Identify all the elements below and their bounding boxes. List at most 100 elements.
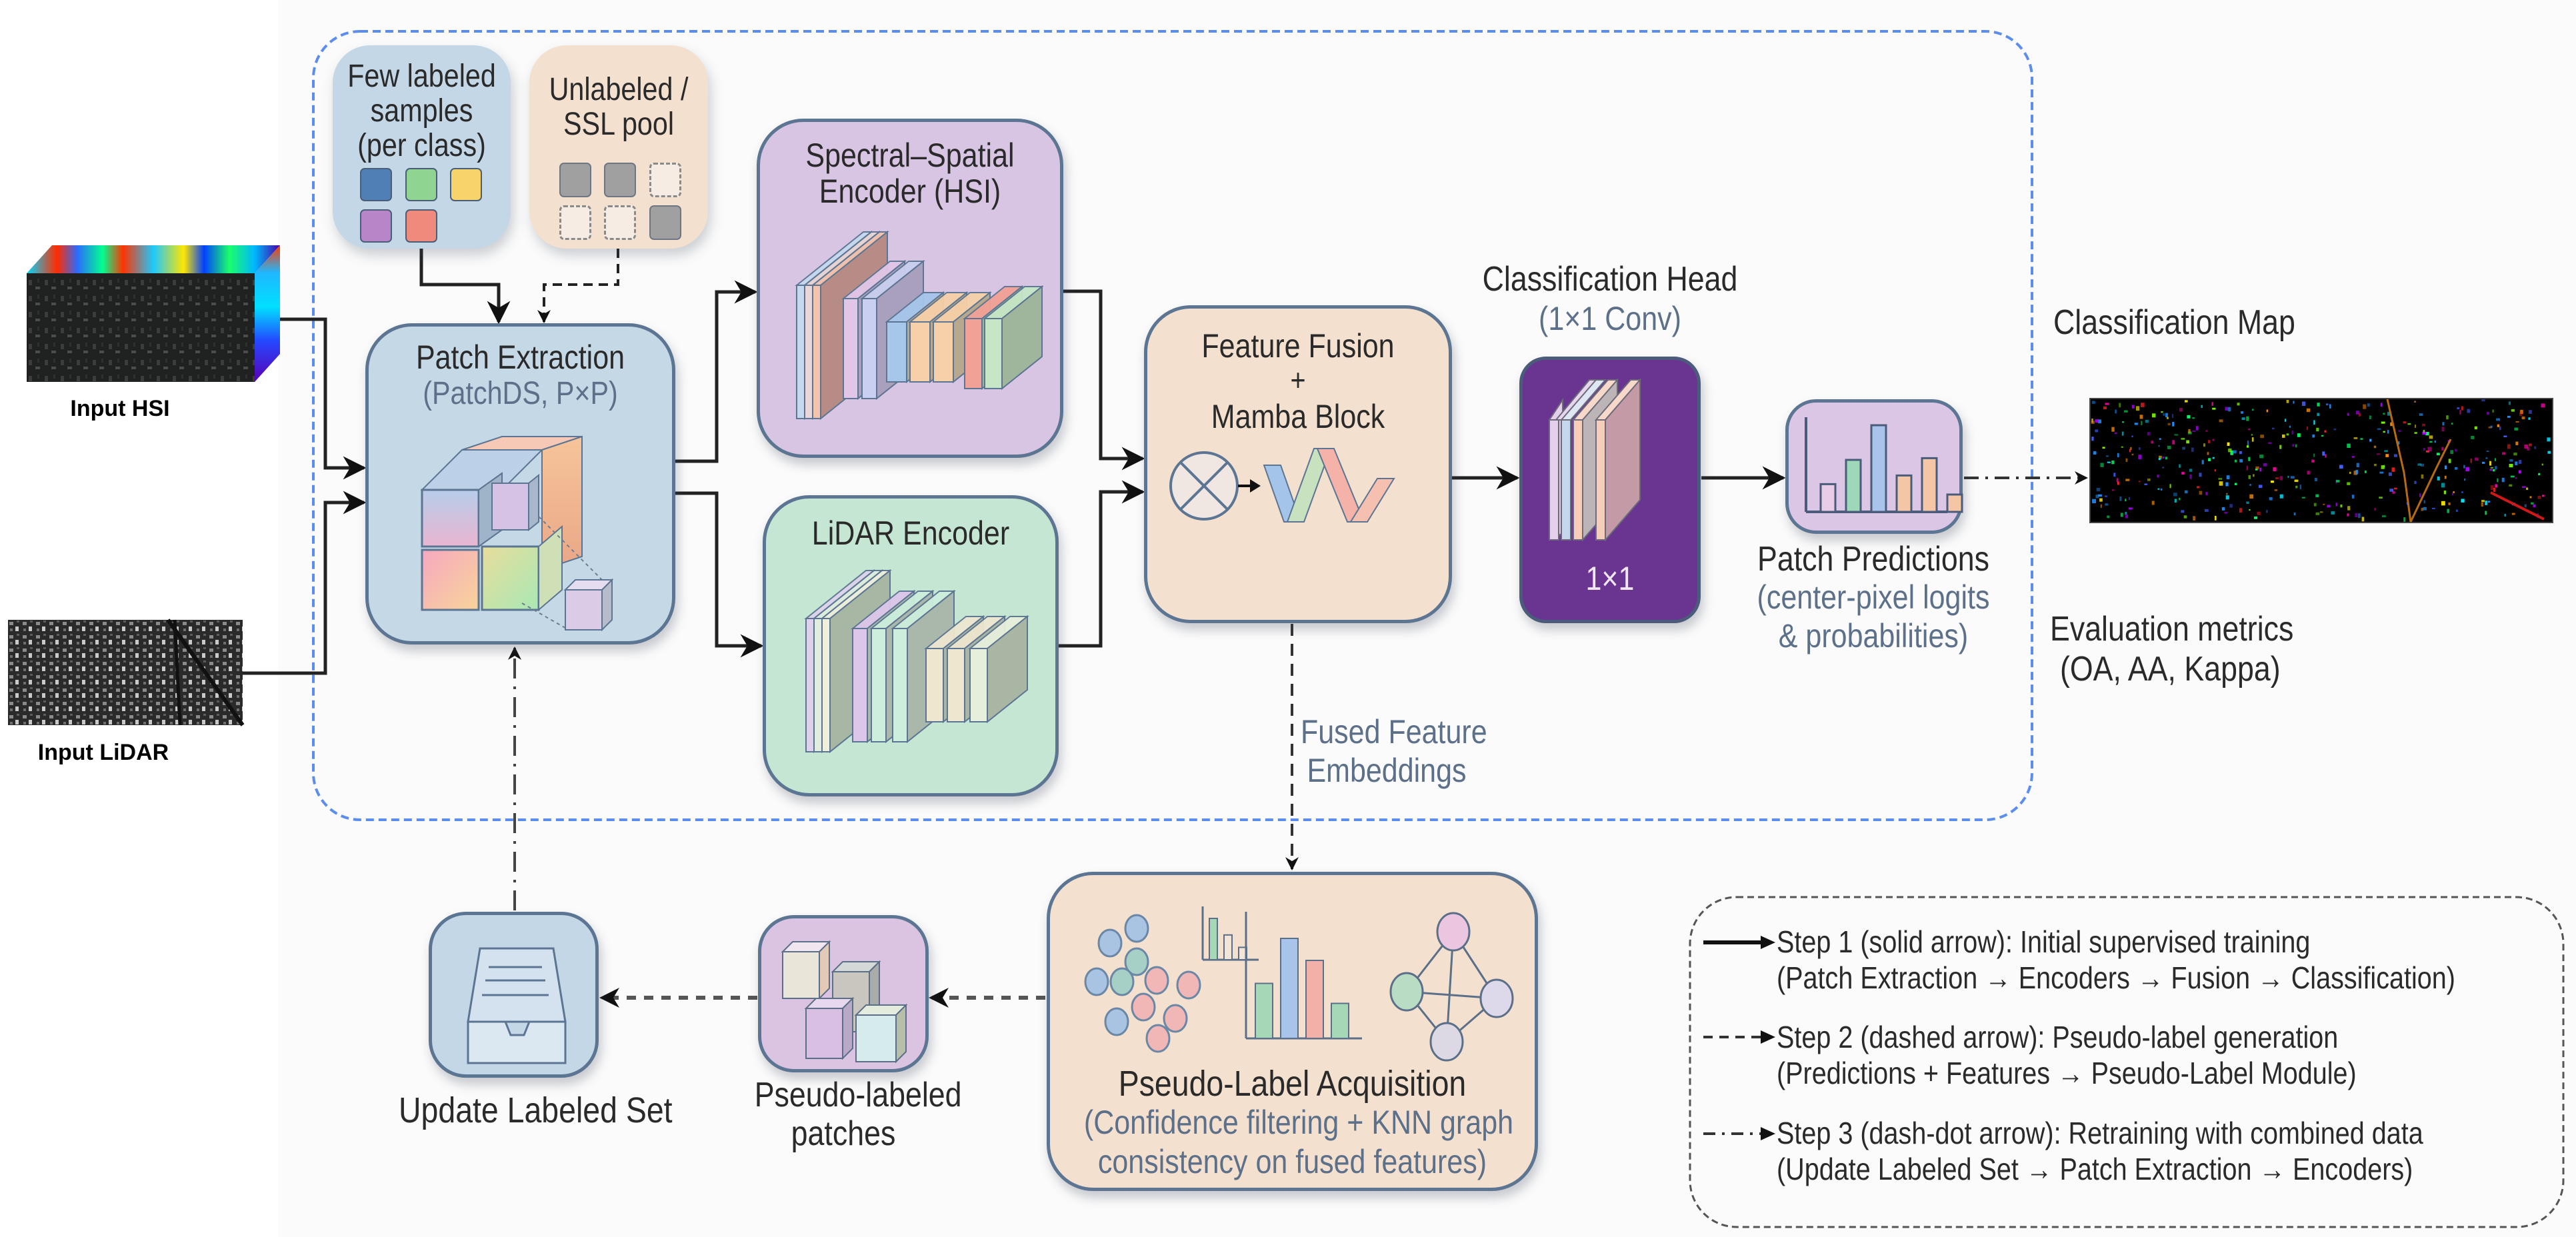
class-map-pixel xyxy=(2292,444,2294,447)
pseudo-label-module-box[interactable]: Pseudo-Label Acquisition (Confidence fil… xyxy=(1047,872,1538,1191)
class-map-pixel xyxy=(2257,511,2261,515)
unlabeled-pool-connector xyxy=(537,249,619,323)
class-map-pixel xyxy=(2495,484,2498,488)
unlabeled-pool-box[interactable]: Unlabeled / SSL pool xyxy=(529,45,708,249)
labeled-samples-box[interactable]: Few labeled samples (per class) xyxy=(333,45,511,249)
prediction-bar xyxy=(1946,493,1963,513)
classification-head-box[interactable]: 1×1 xyxy=(1519,357,1701,623)
class-map-pixel xyxy=(2363,404,2367,409)
class-map-pixel xyxy=(2524,504,2527,508)
hsi-encoder-box[interactable]: Spectral–Spatial Encoder (HSI) xyxy=(757,119,1063,458)
class-map-pixel xyxy=(2537,496,2541,499)
class-map-pixel xyxy=(2107,461,2111,463)
class-map-pixel xyxy=(2503,435,2507,437)
class-map-pixel xyxy=(2184,400,2188,403)
class-map-pixel xyxy=(2313,420,2315,425)
class-map-pixel xyxy=(2111,461,2115,465)
class-map-pixel xyxy=(2315,512,2319,515)
class-map-pixel xyxy=(2421,508,2423,511)
patch-extraction-box[interactable]: Patch Extraction (PatchDS, P×P) xyxy=(365,323,675,644)
class-map-pixel xyxy=(2093,451,2097,455)
class-map-pixel xyxy=(2333,429,2337,431)
patch-cube-icon xyxy=(420,435,614,632)
class-map-pixel xyxy=(2357,513,2361,519)
hsi-encoder-layer-front xyxy=(933,321,954,383)
lidar-encoder-layer-front xyxy=(947,648,965,722)
class-map-pixel xyxy=(2141,403,2145,407)
class-map-pixel xyxy=(2195,426,2199,431)
class-map-pixel xyxy=(2227,407,2231,412)
pseudo-labeled-patches-box[interactable] xyxy=(758,915,929,1072)
class-map-pixel xyxy=(2225,407,2229,411)
class-map-pixel xyxy=(2189,474,2192,479)
evaluation-metrics-line-2: (OA, AA, Kappa) xyxy=(2060,650,2281,688)
class-map-pixel xyxy=(2291,431,2294,435)
feature-clusters-icon xyxy=(1084,914,1201,1053)
class-map-pixel xyxy=(2121,421,2125,423)
class-map-pixel xyxy=(2403,421,2407,424)
class-map-pixel xyxy=(2208,440,2211,443)
class-map-pixel xyxy=(2379,471,2384,474)
fused-embeddings-label-line-2: Embeddings xyxy=(1307,752,1467,789)
patch-predictions-box[interactable] xyxy=(1785,399,1963,534)
prediction-bar xyxy=(1921,457,1938,513)
class-map-pixel xyxy=(2260,435,2264,439)
class-map-pixel xyxy=(2241,417,2245,421)
class-map-pixel xyxy=(2105,403,2109,405)
prediction-bar xyxy=(1895,474,1913,513)
class-map-pixel xyxy=(2095,495,2099,499)
class-map-pixel xyxy=(2425,432,2429,436)
class-map-pixel xyxy=(2485,501,2487,505)
class-map-pixel xyxy=(2174,434,2179,436)
class-map-pixel xyxy=(2141,421,2143,425)
class-map-pixel xyxy=(2301,497,2305,499)
class-map-pixel xyxy=(2329,404,2331,409)
update-labeled-set-label: Update Labeled Set xyxy=(399,1090,673,1130)
class-map-pixel xyxy=(2403,517,2406,522)
class-map-pixel xyxy=(2100,504,2102,508)
class-map-pixel xyxy=(2513,453,2517,456)
class-map-pixel xyxy=(2111,427,2115,432)
class-map-pixel xyxy=(2385,454,2389,457)
class-map-pixel xyxy=(2116,478,2119,483)
class-map-pixel xyxy=(2541,463,2543,466)
class-map-pixel xyxy=(2125,499,2127,502)
class-map-pixel xyxy=(2360,438,2363,440)
class-map-pixel xyxy=(2444,465,2447,470)
class-map-pixel xyxy=(2527,447,2530,451)
class-map-pixel xyxy=(2414,401,2417,403)
class-map-pixel xyxy=(2273,467,2277,472)
class-map-pixel xyxy=(2391,467,2395,472)
class-map-pixel xyxy=(2380,403,2383,407)
class-map-pixel xyxy=(2091,437,2094,441)
class-map-pixel xyxy=(2482,461,2485,464)
class-map-pixel xyxy=(2105,503,2109,506)
class-map-pixel xyxy=(2258,485,2263,489)
class-map-pixel xyxy=(2246,501,2249,504)
lidar-encoder-layer-front xyxy=(892,628,908,742)
class-map-pixel xyxy=(2171,414,2173,419)
class-map-pixel xyxy=(2347,413,2349,416)
update-labeled-set-box[interactable] xyxy=(429,912,599,1078)
class-map-pixel xyxy=(2301,401,2306,406)
class-map-pixel xyxy=(2429,435,2433,439)
feature-fusion-box[interactable]: Feature Fusion + Mamba Block xyxy=(1144,305,1452,623)
class-map-pixel xyxy=(2167,445,2171,449)
class-map-pixel xyxy=(2446,415,2449,420)
class-map-pixel xyxy=(2251,409,2254,411)
mini-hist-bar xyxy=(1209,918,1218,960)
class-map-pixel xyxy=(2144,483,2148,485)
class-map-pixel xyxy=(2331,511,2335,515)
class-map-pixel xyxy=(2417,463,2421,466)
class-map-pixel xyxy=(2293,513,2296,516)
class-map-pixel xyxy=(2192,430,2196,433)
pseudo-patches-label-line-1: Pseudo-labeled xyxy=(754,1076,962,1114)
class-map-pixel xyxy=(2234,483,2237,485)
hsi-encoder-title-line-1: Spectral–Spatial xyxy=(805,137,1015,174)
lidar-encoder-box[interactable]: LiDAR Encoder xyxy=(763,495,1059,796)
class-map-pixel xyxy=(2162,456,2165,459)
class-map-pixel xyxy=(2246,416,2249,421)
class-map-pixel xyxy=(2373,445,2377,449)
class-map-pixel xyxy=(2515,477,2517,479)
lidar-encoder-to-fusion-connector xyxy=(1059,480,1145,648)
